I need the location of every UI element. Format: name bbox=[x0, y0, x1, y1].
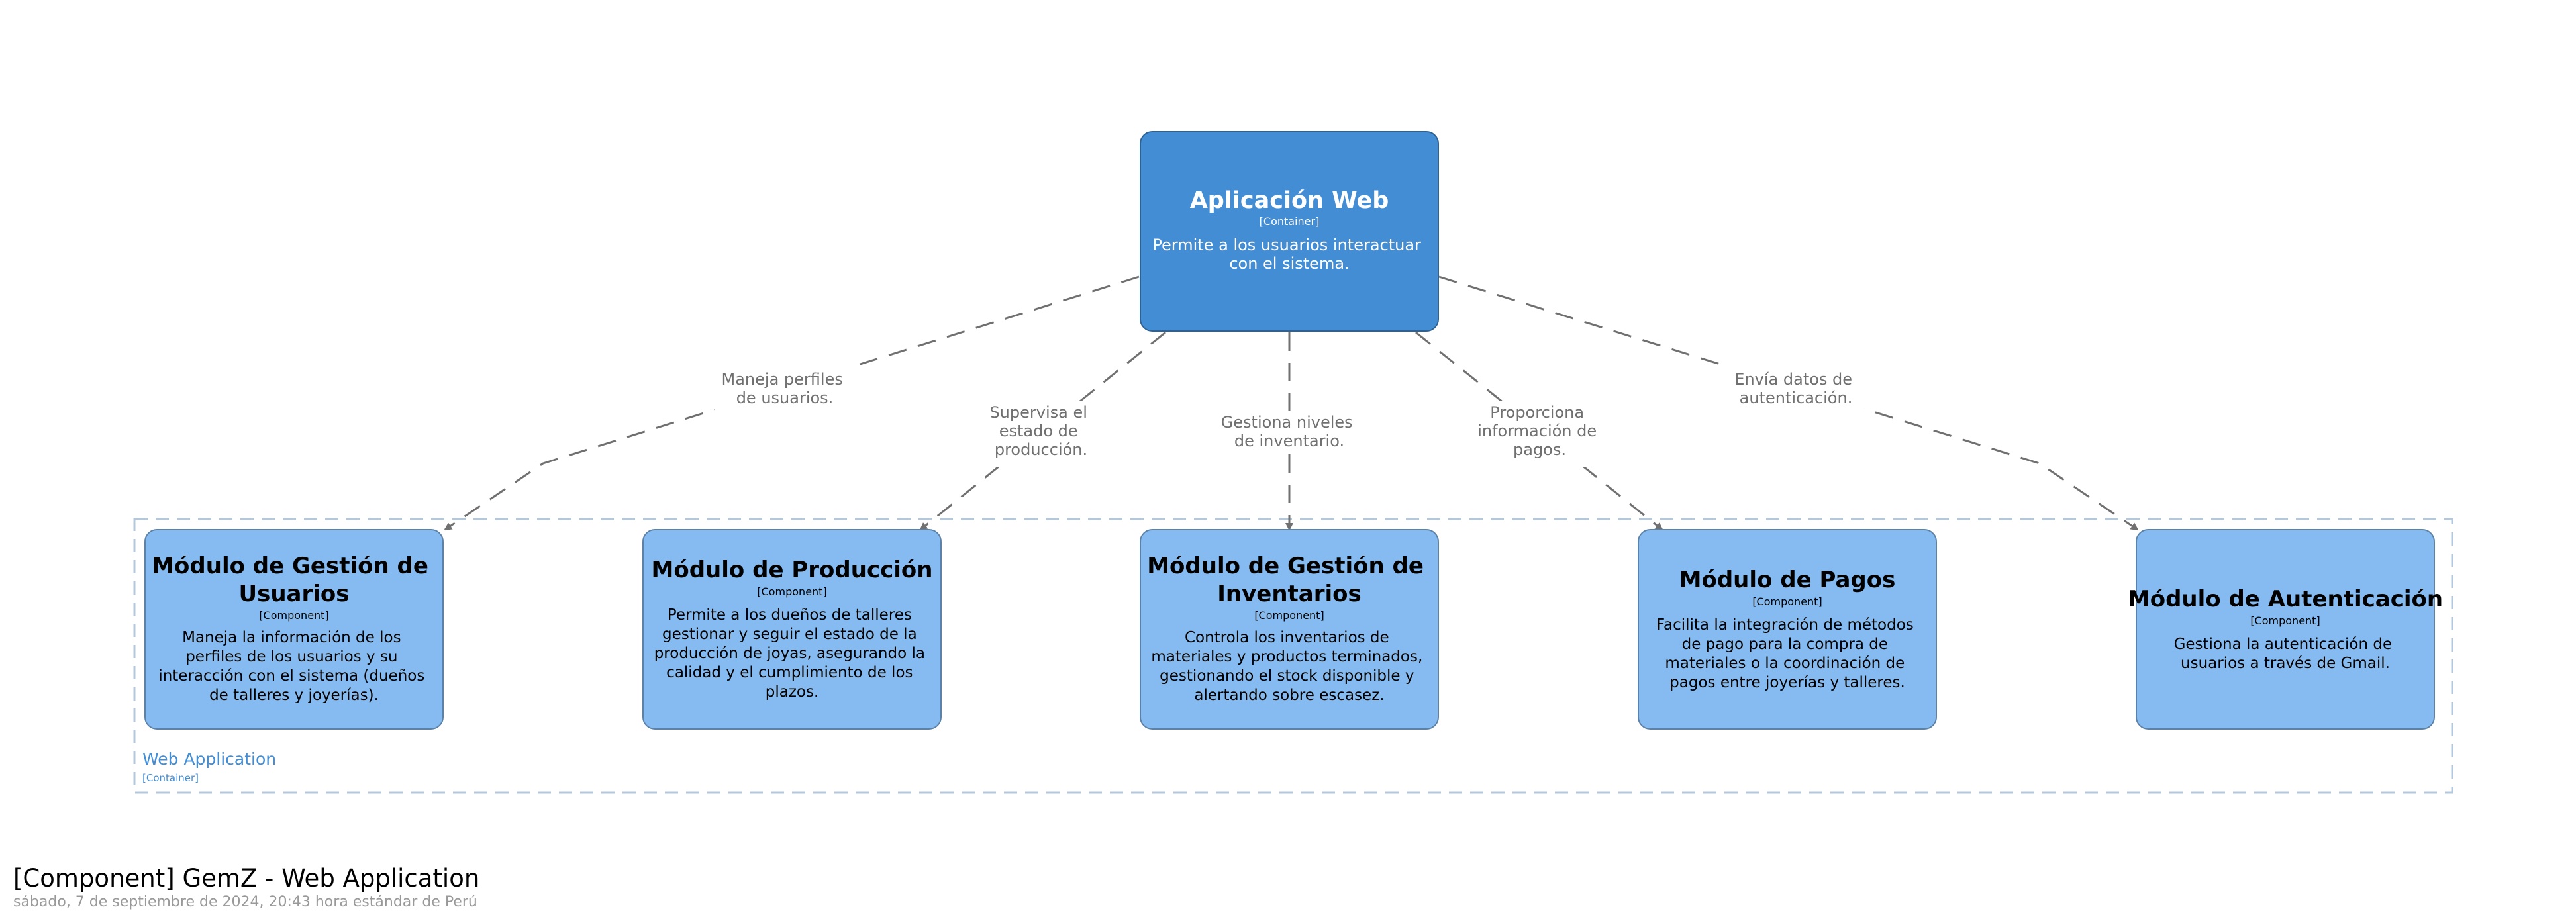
boundary-name: Web Application bbox=[142, 750, 276, 769]
diagram-footer: [Component] GemZ - Web Application sábad… bbox=[13, 864, 479, 912]
component-description-line: gestionando el stock disponible y bbox=[1160, 667, 1414, 685]
component-title-line: Inventarios bbox=[1217, 581, 1362, 607]
relationship-label-line: de usuarios. bbox=[736, 389, 834, 407]
component-description-line: de talleres y joyerías). bbox=[209, 687, 379, 704]
component-description-line: perfiles de los usuarios y su bbox=[185, 648, 397, 665]
container-type: [Container] bbox=[1260, 215, 1320, 228]
component-title: Módulo de Producción bbox=[652, 557, 933, 583]
relationship-label-line: autenticación. bbox=[1740, 389, 1853, 407]
relationship-label: Gestiona niveles de inventario. bbox=[1221, 413, 1358, 450]
relationship-label-line: de inventario. bbox=[1234, 432, 1344, 450]
component-description-line: gestionar y seguir el estado de la bbox=[662, 626, 917, 643]
component-description-line: alertando sobre escasez. bbox=[1194, 687, 1384, 704]
relationship-label: Supervisa el estado de producción. bbox=[989, 403, 1092, 459]
relationship-label: Maneja perfiles de usuarios. bbox=[722, 370, 848, 407]
relationship-label-line: producción. bbox=[995, 440, 1087, 459]
component-description: Gestiona la autenticación de usuarios a … bbox=[2174, 636, 2397, 672]
relationship-label-bg bbox=[987, 401, 1096, 467]
component-description-line: pagos entre joyerías y talleres. bbox=[1669, 674, 1905, 691]
container-description: Permite a los usuarios interactuar con e… bbox=[1152, 236, 1426, 273]
relationship-label-bg bbox=[1473, 401, 1606, 467]
relationship-supervises-production: Supervisa el estado de producción. bbox=[919, 331, 1166, 531]
relationship-label-line: Maneja perfiles bbox=[722, 370, 843, 389]
component-title: Módulo de Autenticación bbox=[2128, 586, 2443, 612]
component-box[interactable] bbox=[1638, 529, 1937, 730]
component-type: [Component] bbox=[1752, 595, 1822, 608]
component-gestion-usuarios[interactable]: Módulo de Gestión de Usuarios [Component… bbox=[144, 529, 444, 730]
container-box[interactable] bbox=[1140, 131, 1439, 332]
component-box[interactable] bbox=[1140, 529, 1439, 730]
container-description-line: Permite a los usuarios interactuar bbox=[1152, 236, 1421, 254]
component-title-line: Usuarios bbox=[238, 581, 349, 607]
component-box[interactable] bbox=[144, 529, 444, 730]
relationships: Maneja perfiles de usuarios. Supervisa e… bbox=[444, 275, 2139, 531]
component-title: Módulo de Gestión de Inventarios bbox=[1147, 553, 1432, 607]
component-description-line: materiales y productos terminados, bbox=[1151, 648, 1422, 665]
component-box[interactable] bbox=[2136, 529, 2435, 730]
component-description-line: Maneja la información de los bbox=[182, 629, 401, 646]
relationship-sends-auth-data: Envía datos de autenticación. bbox=[1438, 275, 2139, 531]
component-description-line: usuarios a través de Gmail. bbox=[2181, 655, 2390, 672]
component-type: [Component] bbox=[2250, 614, 2320, 627]
component-description-line: plazos. bbox=[766, 683, 819, 701]
relationship-label-line: pagos. bbox=[1513, 440, 1566, 459]
component-type: [Component] bbox=[757, 585, 826, 598]
component-gestion-inventarios[interactable]: Módulo de Gestión de Inventarios [Compon… bbox=[1140, 529, 1439, 730]
component-description: Permite a los dueños de talleres gestion… bbox=[654, 606, 930, 701]
relationship-line bbox=[444, 275, 1140, 531]
component-description-line: de pago para la compra de bbox=[1682, 636, 1888, 653]
component-description-line: Gestiona la autenticación de bbox=[2174, 636, 2393, 653]
container-aplicacion-web[interactable]: Aplicación Web [Container] Permite a los… bbox=[1140, 131, 1439, 332]
component-box[interactable] bbox=[642, 529, 942, 730]
container-title: Aplicación Web bbox=[1190, 187, 1389, 214]
component-description: Maneja la información de los perfiles de… bbox=[158, 629, 429, 704]
relationship-label-bg bbox=[1222, 411, 1358, 454]
component-pagos[interactable]: Módulo de Pagos [Component] Facilita la … bbox=[1638, 529, 1937, 730]
relationship-label-bg bbox=[715, 365, 854, 411]
component-description-line: interacción con el sistema (dueños bbox=[158, 667, 424, 685]
relationship-label: Envía datos de autenticación. bbox=[1734, 370, 1857, 407]
relationship-label: Proporciona información de pagos. bbox=[1477, 403, 1602, 459]
diagram-timestamp: sábado, 7 de septiembre de 2024, 20:43 h… bbox=[13, 894, 477, 911]
relationship-label-line: Gestiona niveles bbox=[1221, 413, 1353, 432]
component-title-line: Módulo de Pagos bbox=[1679, 567, 1896, 593]
relationship-line bbox=[1438, 275, 2139, 531]
relationship-label-line: información de bbox=[1477, 422, 1597, 440]
component-title-line: Módulo de Gestión de bbox=[152, 553, 428, 579]
relationship-label-line: estado de bbox=[999, 422, 1078, 440]
component-description: Facilita la integración de métodos de pa… bbox=[1656, 616, 1918, 691]
component-autenticacion[interactable]: Módulo de Autenticación [Component] Gest… bbox=[2128, 529, 2443, 730]
relationship-label-line: Proporciona bbox=[1490, 403, 1584, 422]
component-description: Controla los inventarios de materiales y… bbox=[1151, 629, 1427, 704]
component-description-line: Facilita la integración de métodos bbox=[1656, 616, 1914, 634]
relationship-label-bg bbox=[1728, 365, 1864, 411]
component-title-line: Módulo de Autenticación bbox=[2128, 586, 2443, 612]
component-produccion[interactable]: Módulo de Producción [Component] Permite… bbox=[642, 529, 942, 730]
relationship-label-line: Envía datos de bbox=[1734, 370, 1852, 389]
container-description-line: con el sistema. bbox=[1229, 254, 1349, 273]
component-description-line: materiales o la coordinación de bbox=[1665, 655, 1905, 672]
relationship-manages-inventory: Gestiona niveles de inventario. bbox=[1221, 332, 1358, 531]
component-description-line: calidad y el cumplimiento de los bbox=[666, 664, 913, 681]
component-type: [Component] bbox=[259, 609, 328, 622]
component-title-line: Módulo de Gestión de bbox=[1147, 553, 1424, 579]
component-description-line: Permite a los dueños de talleres bbox=[668, 606, 912, 624]
component-description-line: Controla los inventarios de bbox=[1185, 629, 1389, 646]
component-title: Módulo de Pagos bbox=[1679, 567, 1896, 593]
component-title-line: Módulo de Producción bbox=[652, 557, 933, 583]
component-type: [Component] bbox=[1254, 609, 1324, 622]
boundary-type: [Container] bbox=[142, 772, 199, 784]
web-application-boundary: Web Application [Container] bbox=[133, 518, 2453, 794]
diagram-title: [Component] GemZ - Web Application bbox=[13, 864, 480, 893]
relationship-manages-users: Maneja perfiles de usuarios. bbox=[444, 275, 1140, 531]
relationship-provides-payments: Proporciona información de pagos. bbox=[1415, 331, 1663, 531]
relationship-label-line: Supervisa el bbox=[989, 403, 1087, 422]
boundary-frame bbox=[133, 518, 2453, 794]
component-description-line: producción de joyas, asegurando la bbox=[654, 645, 925, 662]
component-title: Módulo de Gestión de Usuarios bbox=[152, 553, 436, 607]
